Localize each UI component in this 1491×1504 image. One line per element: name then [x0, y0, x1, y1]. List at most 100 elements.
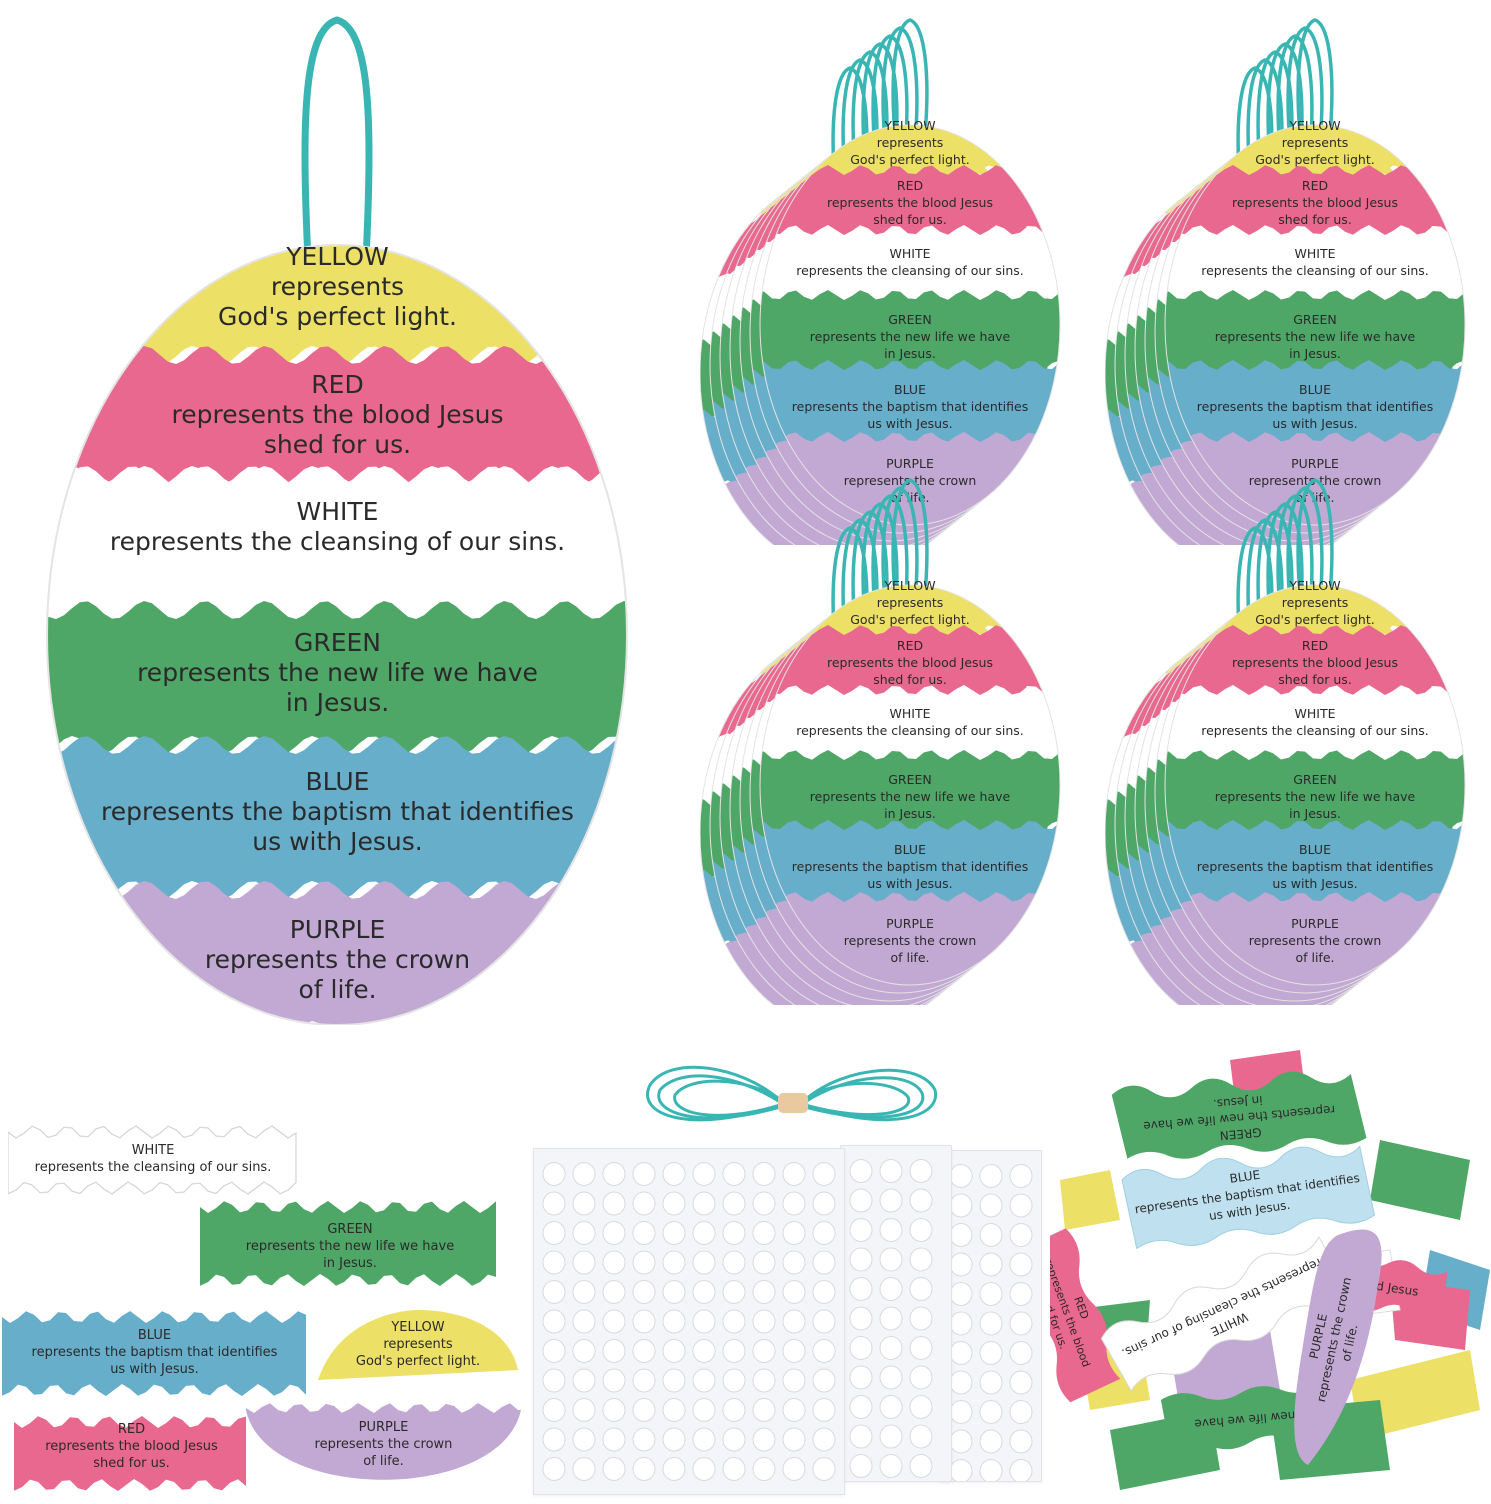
glue-dot [879, 1365, 903, 1390]
loose-strip-shape-white [7, 1125, 297, 1195]
hanging-cord-icon [1276, 34, 1314, 152]
stack-band-green [1165, 750, 1465, 830]
glue-dot [572, 1250, 596, 1275]
stack-green-line-0: GREEN [1293, 312, 1337, 327]
glue-dot [909, 1424, 933, 1449]
glue-dot [632, 1309, 656, 1334]
loose-yellow-line-0: YELLOW [391, 1320, 445, 1335]
glue-dot [752, 1280, 776, 1304]
glue-dot [632, 1191, 656, 1216]
stack-blue-line-0: BLUE [894, 842, 926, 857]
glue-dot [979, 1400, 1003, 1424]
glue-dot [812, 1221, 836, 1245]
glue-dot [812, 1398, 836, 1422]
loose-white-line-0: WHITE [131, 1143, 175, 1158]
glue-dot [722, 1309, 746, 1334]
stack-purple-line-0: PURPLE [1291, 916, 1339, 931]
glue-dot [812, 1162, 836, 1186]
glue-dot [879, 1188, 903, 1213]
glue-dot [692, 1368, 716, 1393]
glue-dot [692, 1221, 716, 1245]
strip-pile-svg: GREEN represents the new life we have in… [1015, 1050, 1490, 1490]
hanging-cord-icon [1246, 518, 1284, 636]
hero-yellow-line-0: YELLOW [286, 242, 389, 271]
glue-dot [692, 1280, 716, 1304]
glue-dot [1009, 1400, 1033, 1424]
glue-dot [662, 1427, 686, 1452]
glue-dot [602, 1398, 626, 1422]
stack-green-line-0: GREEN [888, 312, 932, 327]
glue-dot [572, 1427, 596, 1452]
glue-dot [1009, 1193, 1033, 1218]
loose-yellow-line-2: God's perfect light. [355, 1353, 481, 1369]
stack-purple-line-1: represents the crown [1248, 933, 1382, 948]
hero-red-line-2: shed for us. [263, 430, 412, 459]
glue-dot [812, 1309, 836, 1334]
glue-dot [909, 1306, 933, 1331]
glue-dot [949, 1164, 973, 1188]
glue-dot [1009, 1341, 1033, 1365]
stack-blue-line-1: represents the baptism that identifies [791, 859, 1029, 874]
glue-dot [692, 1398, 716, 1422]
stack-yellow-line-1: represents [1281, 135, 1349, 150]
hero-purple-line-2: of life. [298, 975, 377, 1004]
hero-yellow-line-2: God's perfect light. [218, 302, 457, 331]
glue-dot [1009, 1223, 1033, 1247]
glue-dot [632, 1457, 656, 1481]
glue-dot [812, 1457, 836, 1481]
glue-dot [782, 1457, 806, 1481]
glue-dot [692, 1339, 716, 1363]
glue-dot [949, 1341, 973, 1365]
stack-red-line-1: represents the blood Jesus [827, 655, 993, 670]
glue-dot [662, 1221, 686, 1245]
glue-dot [722, 1398, 746, 1422]
stack-band-white [1165, 225, 1465, 300]
glue-dot [542, 1427, 566, 1452]
stack-purple-line-0: PURPLE [1291, 456, 1339, 471]
stack-blue-line-2: us with Jesus. [1272, 416, 1358, 431]
glue-dot [722, 1191, 746, 1216]
glue-dot [849, 1188, 873, 1213]
hanging-cord-icon [1256, 50, 1294, 168]
loose-yellow-line-1: represents [383, 1336, 453, 1352]
stack-blue-line-0: BLUE [1299, 842, 1331, 857]
twine-bundle-icon [646, 1065, 938, 1122]
glue-dot [909, 1188, 933, 1213]
stack-green-line-1: represents the new life we have [809, 789, 1011, 804]
loose-red-line-1: represents the blood Jesus [45, 1438, 218, 1454]
glue-dot [1009, 1429, 1033, 1454]
glue-dot [879, 1218, 903, 1242]
glue-dot [722, 1427, 746, 1452]
glue-dot [692, 1250, 716, 1275]
glue-dot [879, 1159, 903, 1183]
pile-blue-heading: BLUE [1229, 1168, 1261, 1186]
loose-green-line-2: in Jesus. [323, 1255, 377, 1271]
loose-strip-shape-red [14, 1416, 246, 1491]
glue-dot [979, 1164, 1003, 1188]
glue-dot [909, 1277, 933, 1301]
stack-blue-line-0: BLUE [1299, 382, 1331, 397]
glue-dot [662, 1162, 686, 1186]
glue-dot [572, 1280, 596, 1304]
glue-dot [879, 1277, 903, 1301]
loose-blue-line-1: represents the baptism that identifies [31, 1344, 278, 1360]
stack-green-line-2: in Jesus. [1289, 346, 1341, 361]
loose-green-line-0: GREEN [327, 1222, 373, 1237]
egg-stack-svg [699, 478, 1061, 1034]
hero-band-green [47, 601, 627, 754]
glue-dot [722, 1250, 746, 1275]
glue-dot [632, 1339, 656, 1363]
glue-dot [722, 1280, 746, 1304]
